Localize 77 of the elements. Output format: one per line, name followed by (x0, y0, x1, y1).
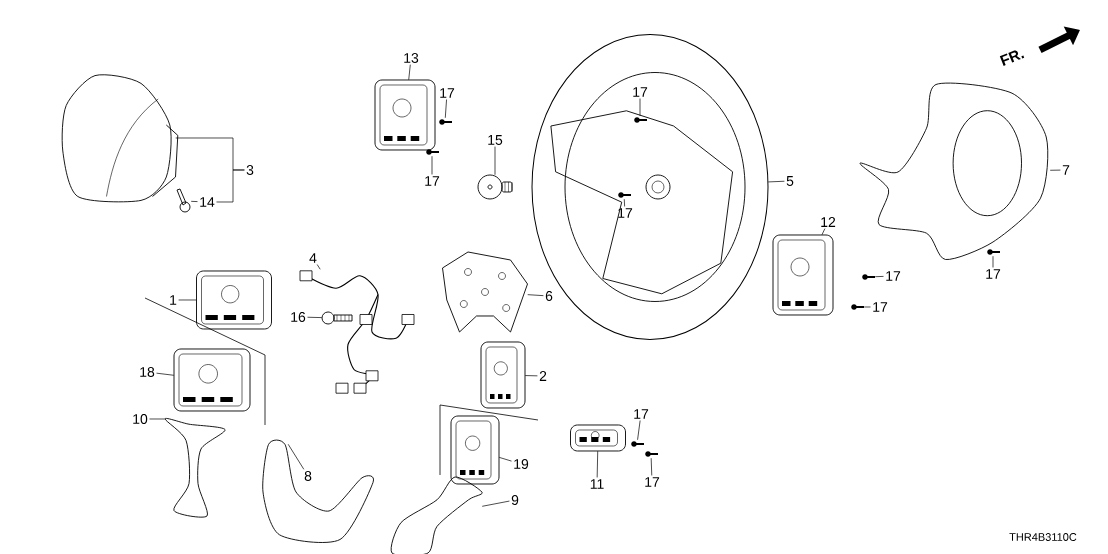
leader-line (992, 255, 994, 268)
leader-line (623, 198, 625, 207)
leader-line (316, 264, 321, 270)
switch-drawing (173, 348, 251, 412)
leader-line (527, 294, 544, 296)
switch-drawing (570, 424, 626, 452)
leader-line (494, 146, 496, 176)
leader-line (178, 299, 197, 301)
airbag-drawing (61, 74, 179, 203)
callout-number: 11 (590, 479, 604, 489)
bracket-drawing (442, 251, 528, 333)
leader-line (821, 228, 826, 236)
leader-line (190, 201, 198, 202)
screw-drawing (426, 149, 440, 155)
callout-number: 17 (645, 477, 660, 487)
callout-number: 7 (1062, 165, 1070, 175)
leader-line (639, 98, 641, 117)
diagram-code: THR4B3110C (1009, 533, 1077, 541)
callout-number: 17 (634, 409, 649, 419)
callout-number: 17 (873, 302, 888, 312)
switch-drawing (480, 341, 526, 409)
garnish-drawing (262, 439, 374, 543)
callout-number: 4 (309, 253, 317, 263)
callout-number: 18 (140, 367, 155, 377)
steering-wheel-drawing (531, 34, 769, 340)
screw-drawing (987, 249, 1001, 255)
garnish-drawing (390, 476, 483, 554)
screw-drawing (631, 441, 645, 447)
leader-line (1049, 169, 1061, 171)
callout-number: 6 (545, 291, 553, 301)
leader-line (596, 450, 599, 478)
cover-drawing (859, 82, 1049, 260)
screw-drawing (851, 304, 865, 310)
leader-line (307, 316, 323, 318)
callout-number: 15 (488, 135, 503, 145)
callout-number: 3 (246, 165, 254, 175)
leader-line (524, 375, 538, 377)
switch-drawing (772, 234, 834, 316)
leader-line (287, 443, 305, 470)
screw-drawing (439, 119, 453, 125)
leader-line (650, 457, 653, 476)
leader-line (498, 457, 512, 462)
leader-line (767, 180, 785, 183)
leader-line (874, 276, 884, 278)
leader-line (408, 64, 411, 81)
direction-label: FR. (999, 50, 1025, 66)
callout-number: 12 (821, 217, 836, 227)
leader-line (444, 99, 447, 119)
leader-line (149, 418, 166, 420)
callout-number: 14 (200, 197, 215, 207)
leader-line (863, 306, 871, 308)
callout-number: 1 (170, 295, 177, 305)
callout-number: 17 (886, 271, 901, 281)
clip-drawing (477, 174, 513, 200)
bolt-drawing (176, 188, 191, 213)
garnish-drawing (164, 417, 226, 518)
callout-number: 17 (425, 176, 440, 186)
leader-line (431, 155, 433, 175)
leader-line (637, 420, 641, 441)
callout-number: 9 (511, 495, 519, 505)
callout-number: 2 (539, 371, 547, 381)
callout-number: 17 (986, 269, 1001, 279)
callout-number: 13 (404, 53, 419, 63)
callout-number: 16 (291, 312, 306, 322)
callout-number: 19 (514, 459, 529, 469)
screw-drawing (862, 274, 876, 280)
screw-drawing (645, 451, 659, 457)
callout-number: 5 (786, 176, 794, 186)
leader-line (216, 169, 245, 203)
switch-drawing (196, 270, 272, 330)
callout-number: 8 (304, 471, 312, 481)
leader-line (481, 500, 510, 507)
switch-drawing (450, 415, 500, 485)
leader-line (156, 372, 175, 376)
callout-number: 10 (133, 414, 148, 424)
switch-drawing (374, 79, 436, 151)
callout-number: 17 (440, 88, 455, 98)
